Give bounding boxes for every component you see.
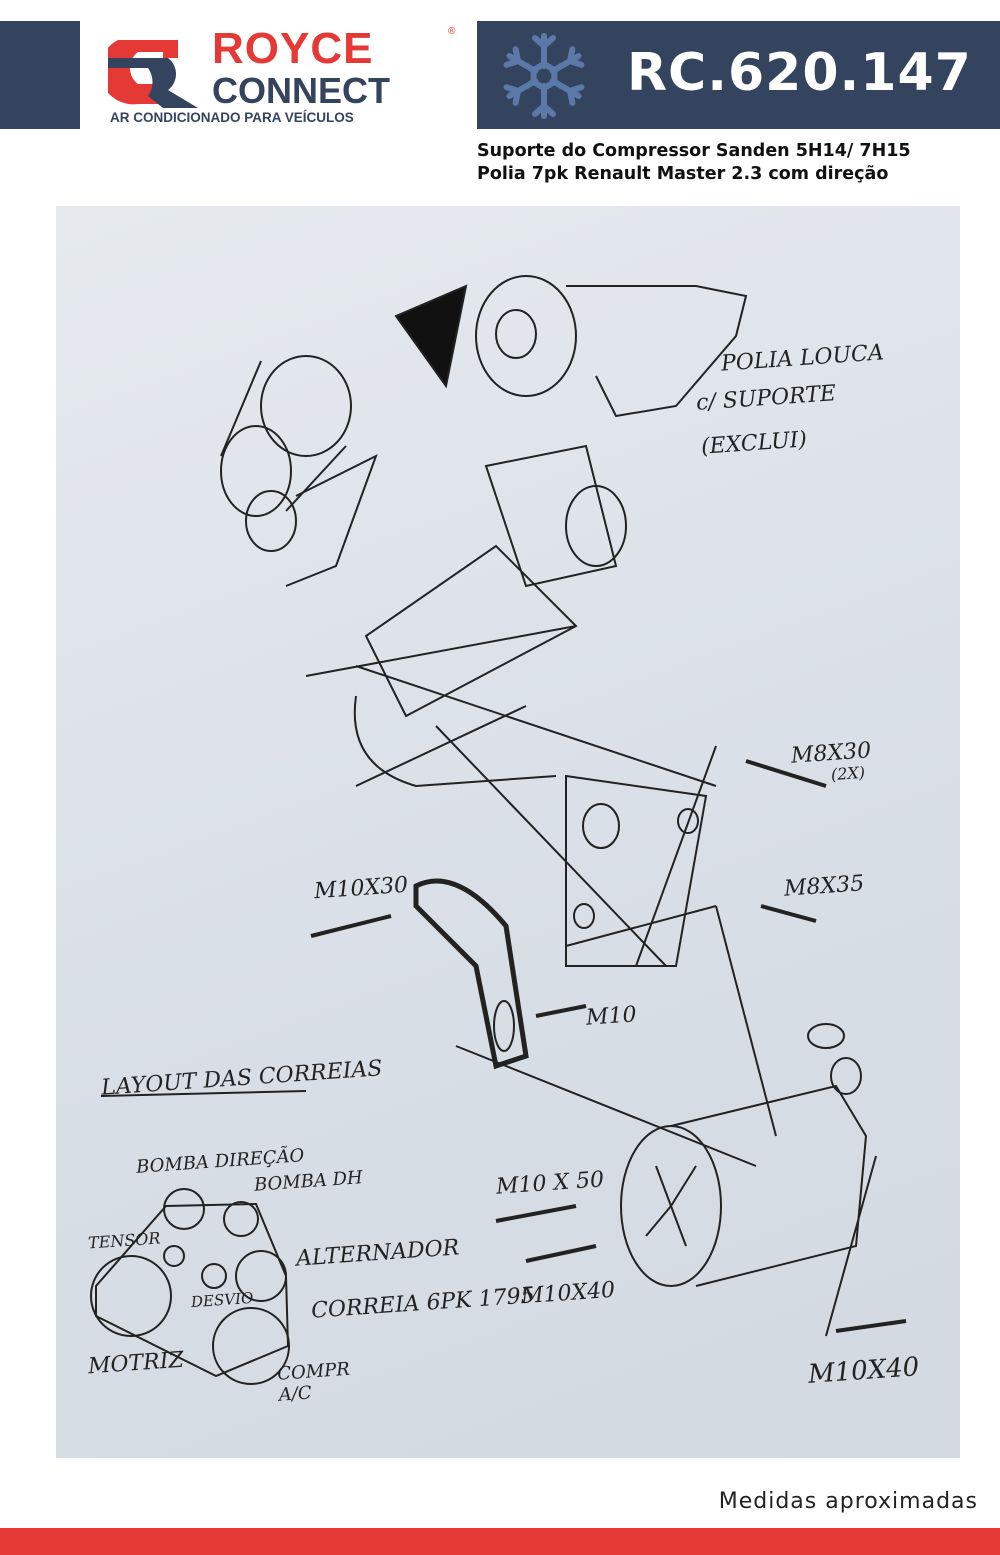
royce-connect-logo: ROYCE ® CONNECT AR CONDICIONADO PARA VEÍ… bbox=[108, 22, 458, 128]
label-compressor: COMPR A/C bbox=[276, 1358, 351, 1406]
product-code-banner: RC.620.147 bbox=[477, 21, 1000, 129]
product-code: RC.620.147 bbox=[627, 43, 972, 103]
product-description: Suporte do Compressor Sanden 5H14/ 7H15 … bbox=[477, 140, 911, 186]
logo-mark-icon bbox=[108, 40, 198, 108]
footer-red-bar bbox=[0, 1528, 1000, 1555]
brand-name-top: ROYCE bbox=[212, 24, 374, 73]
registered-mark: ® bbox=[448, 26, 456, 37]
snowflake-icon bbox=[499, 33, 589, 121]
brand-tagline: AR CONDICIONADO PARA VEÍCULOS bbox=[110, 110, 354, 125]
header-accent-block bbox=[0, 21, 80, 129]
label-m10: M10 bbox=[585, 1002, 638, 1031]
footer-note: Medidas aproximadas bbox=[718, 1489, 978, 1514]
sketch-drawing bbox=[90, 275, 907, 1385]
hand-drawn-sketch: POLIA LOUCA c/ SUPORTE (EXCLUI) M8X30 (2… bbox=[56, 206, 960, 1458]
label-2x: (2X) bbox=[830, 762, 866, 785]
description-line-1: Suporte do Compressor Sanden 5H14/ 7H15 bbox=[477, 141, 911, 161]
description-line-2: Polia 7pk Renault Master 2.3 com direção bbox=[477, 164, 889, 184]
brand-name-bottom: CONNECT bbox=[212, 70, 390, 111]
